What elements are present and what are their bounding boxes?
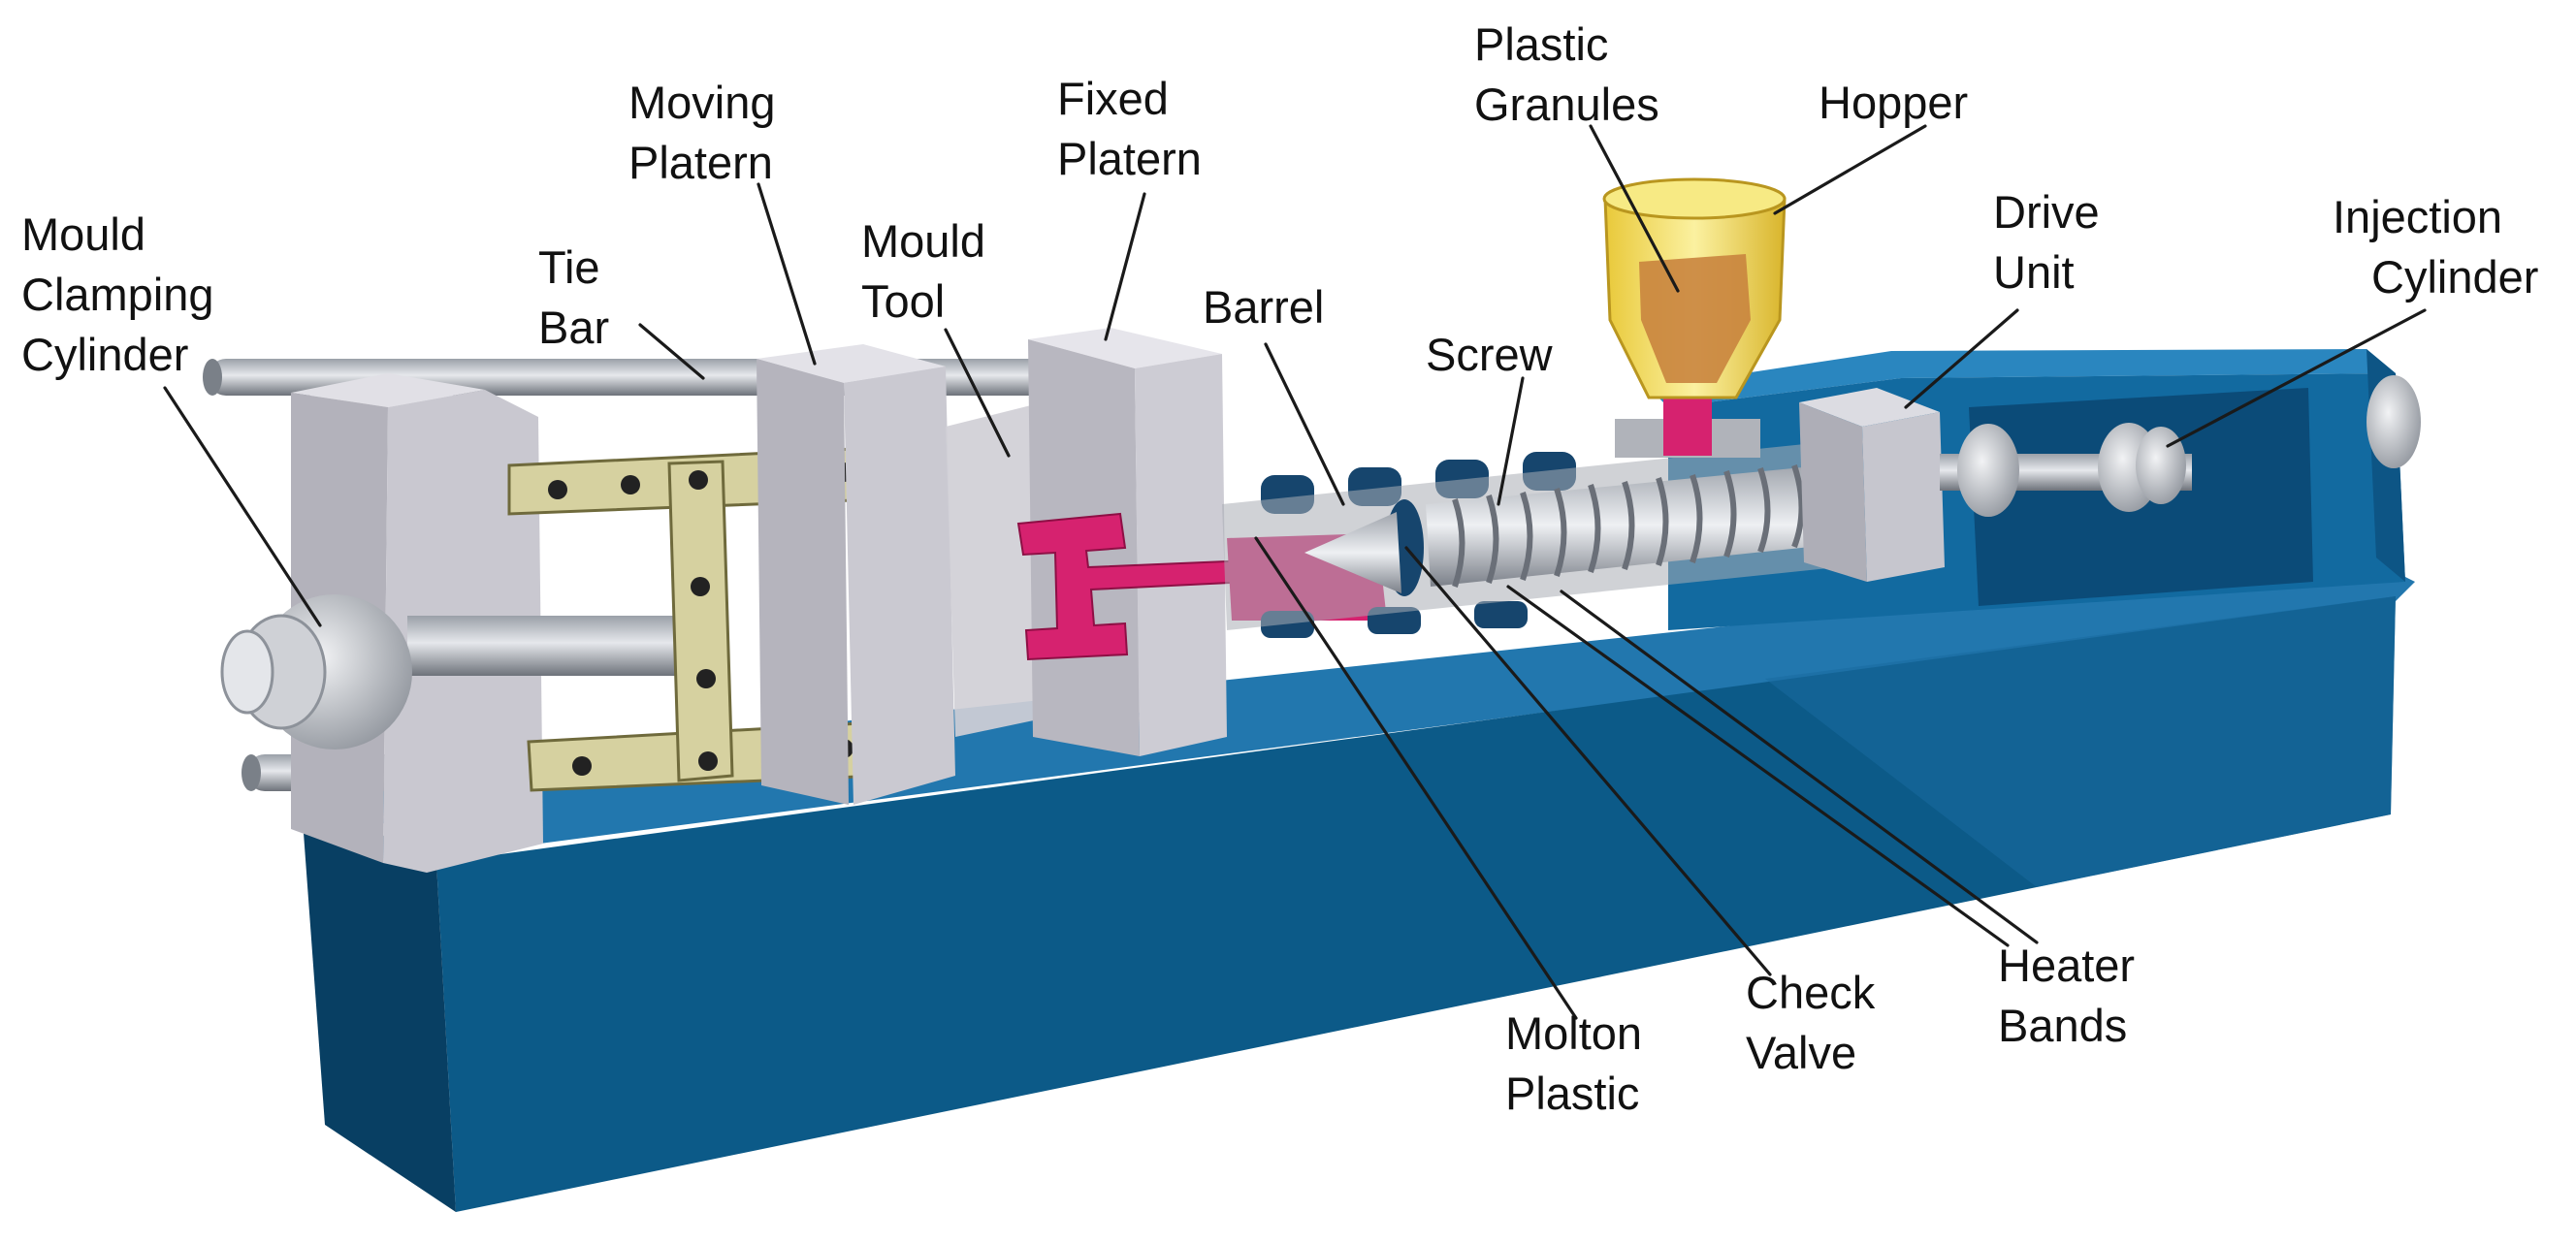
screw — [1426, 463, 1848, 588]
flight — [1690, 474, 1703, 563]
drive-unit-top — [1799, 388, 1940, 427]
clamp-cylinder-cap — [220, 629, 274, 715]
label-barrel: Barrel — [1203, 281, 1324, 333]
flight — [1723, 470, 1737, 558]
leader-heater-bands-1 — [1506, 585, 2010, 947]
pin — [548, 480, 567, 499]
label-molton-plastic: Molton Plastic — [1505, 1007, 1655, 1119]
label-fixed-platern: Fixed Platern — [1057, 73, 1202, 184]
label-screw: Screw — [1426, 329, 1554, 380]
leader-plastic-granules — [1589, 124, 1680, 293]
moulded-part — [1016, 512, 1252, 661]
label-heater-bands: Heater Bands — [1998, 940, 2147, 1051]
leader-mould-clamping-cylinder — [163, 386, 322, 627]
leader-mould-tool — [944, 328, 1011, 458]
label-mould-clamping-cylinder: Mould Clamping Cylinder — [21, 208, 227, 380]
leader-hopper — [1773, 124, 1927, 215]
housing-top — [1649, 349, 2396, 407]
plastic-granules — [1639, 254, 1751, 383]
pin — [691, 577, 710, 596]
fixed-platen-face — [1135, 354, 1227, 756]
leader-barrel — [1264, 342, 1345, 506]
moving-platen-side — [757, 359, 849, 805]
drive-unit — [1799, 388, 1945, 582]
drive-unit-side — [1799, 402, 1867, 582]
injection-collar-1 — [1957, 424, 2019, 517]
label-drive-unit: Drive Unit — [1993, 186, 2112, 298]
flight — [1486, 494, 1499, 584]
leader-screw — [1497, 376, 1525, 506]
label-moving-platern: Moving Platern — [628, 77, 789, 188]
hopper-rim — [1602, 177, 1787, 220]
injection-cylinder — [1940, 423, 2192, 517]
flight — [1757, 467, 1771, 554]
flight — [1452, 498, 1465, 588]
label-mould-tool: Mould Tool — [861, 215, 998, 327]
hopper — [1602, 177, 1787, 456]
leader-fixed-platern — [1104, 192, 1146, 341]
pin — [621, 475, 640, 494]
tie-bar-upper-end — [203, 359, 222, 396]
leader-tie-bar — [638, 323, 705, 380]
leader-heater-bands-2 — [1560, 590, 2039, 944]
pin — [698, 751, 718, 771]
label-hopper: Hopper — [1819, 77, 1968, 128]
mould-tool-body — [946, 402, 1047, 737]
pin — [689, 470, 708, 490]
pin — [572, 756, 592, 776]
screw-flights — [1452, 464, 1805, 588]
base-front-highlight — [1765, 596, 2396, 887]
leader-molton-plastic — [1254, 536, 1578, 1020]
check-valve — [1304, 499, 1424, 596]
label-tie-bar: Tie Bar — [538, 241, 613, 353]
moving-platen — [757, 344, 955, 805]
mould-clamping-cylinder — [220, 594, 718, 750]
leader-injection-cylinder — [2166, 308, 2427, 448]
heater-band — [1474, 601, 1528, 628]
label-injection-cylinder: Injection Cylinder — [2333, 191, 2538, 303]
base-left-face — [301, 793, 456, 1212]
moving-platen-face — [844, 367, 955, 805]
flight — [1554, 488, 1567, 577]
leader-moving-platern — [757, 182, 817, 366]
moving-platen-top — [757, 344, 946, 383]
clamp-piston-rod — [407, 616, 718, 676]
screw-tip — [1304, 512, 1401, 593]
leader-check-valve — [1404, 546, 1772, 976]
toggle-link-vertical — [667, 460, 734, 782]
label-plastic-granules: Plastic Granules — [1474, 18, 1659, 130]
housing-end-cap — [2367, 375, 2421, 468]
flight — [1588, 484, 1601, 573]
label-check-valve: Check Valve — [1746, 967, 1887, 1078]
callout-labels: Mould Clamping Cylinder Tie Bar Moving P… — [21, 18, 2538, 1119]
barrel-assembly — [1222, 419, 1848, 638]
hopper-neck — [1663, 398, 1712, 456]
injection-collar-3 — [2136, 427, 2186, 504]
flight — [1656, 477, 1669, 566]
flight — [1520, 492, 1533, 581]
flight — [1791, 464, 1805, 549]
pin — [696, 669, 716, 688]
flight — [1622, 481, 1635, 570]
drive-unit-face — [1862, 412, 1945, 582]
rear-platen-top — [291, 373, 485, 407]
fixed-platen-top — [1028, 328, 1222, 368]
leader-drive-unit — [1904, 308, 2019, 409]
leader-lines — [163, 124, 2427, 1020]
tie-bar-lower-end — [242, 754, 261, 791]
